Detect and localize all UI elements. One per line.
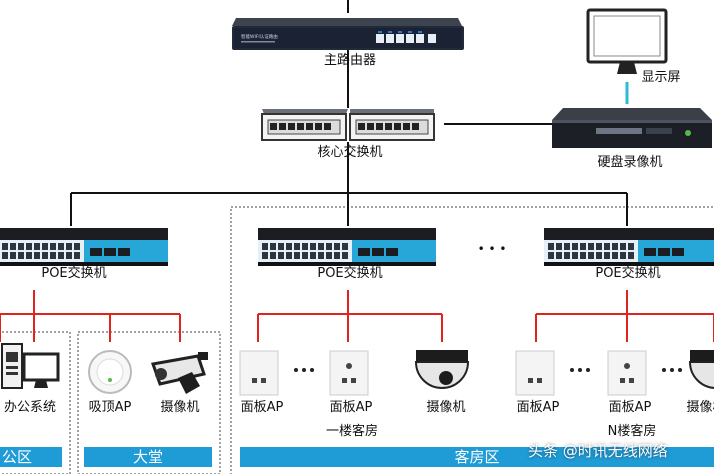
monitor-label: 显示屏 (641, 70, 681, 85)
ceiling-ap-icon (88, 350, 132, 394)
dome-camera-icon-1 (414, 350, 470, 389)
floorn-group-label: N楼客房 (607, 424, 657, 439)
floor1-group-label: 一楼客房 (325, 424, 379, 439)
poe-mid-label: POE交换机 (317, 266, 383, 281)
zone-office-bar: 公区 (0, 447, 62, 467)
switch-ellipsis: • • • (477, 242, 507, 256)
backbone-links (70, 0, 628, 226)
nvr-device (552, 108, 712, 148)
ceiling-ap-label: 吸顶AP (88, 400, 132, 415)
poe-switch-left (0, 228, 168, 266)
watermark: 头条 @时讯无线网络 (528, 442, 668, 460)
zone-lobby-bar: 大堂 (84, 447, 212, 467)
panel-ap-3-label: 面板AP (516, 400, 560, 415)
camera-lobby-label: 摄像机 (160, 400, 200, 415)
dot-separators (294, 368, 682, 372)
camera-floorn-label: 摄像机 (686, 400, 714, 415)
poe-switch-right (544, 228, 714, 266)
panel-ap-icon-4 (607, 350, 647, 396)
core-switch-device (261, 109, 435, 141)
router-brand-text: 智能WIFI认证路由 (241, 33, 278, 40)
poe-right-label: POE交换机 (595, 266, 661, 281)
bullet-camera-icon (151, 352, 208, 394)
monitor-device (586, 8, 668, 74)
access-links (0, 290, 714, 342)
panel-ap-icon-2 (329, 350, 369, 396)
office-system-label: 办公系统 (3, 400, 57, 415)
core-switch-label: 核心交换机 (317, 145, 383, 160)
router-label: 主路由器 (323, 53, 377, 68)
panel-ap-icon-3 (515, 350, 555, 396)
office-pc-icon (1, 343, 60, 389)
router-device: 智能WIFI认证路由 (232, 18, 464, 50)
camera-floor1-label: 摄像机 (426, 400, 466, 415)
poe-switch-middle (258, 228, 436, 266)
panel-ap-2-label: 面板AP (329, 400, 373, 415)
panel-ap-icon-1 (239, 350, 279, 396)
panel-ap-4-label: 面板AP (608, 400, 652, 415)
lobby-frame (77, 331, 221, 474)
dome-camera-icon-2 (688, 350, 714, 389)
nvr-label: 硬盘录像机 (597, 155, 663, 170)
guest-frame (230, 206, 714, 474)
panel-ap-1-label: 面板AP (240, 400, 284, 415)
poe-left-label: POE交换机 (41, 266, 107, 281)
zone-guest-bar: 客房区 (240, 447, 714, 467)
